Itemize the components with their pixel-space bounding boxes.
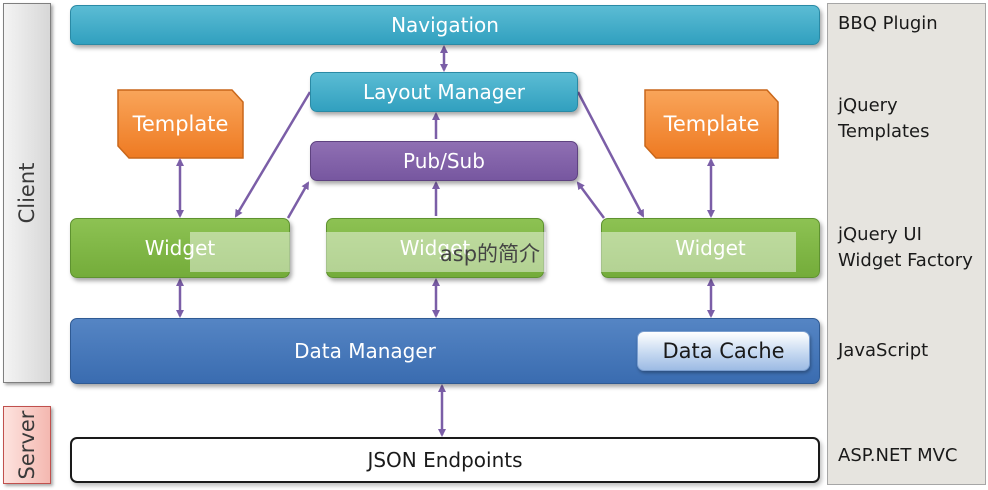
tech-bbq-plugin: BBQ Plugin	[838, 13, 938, 34]
pub-sub-label: Pub/Sub	[403, 149, 485, 173]
data-cache-box: Data Cache	[637, 331, 810, 371]
tech-widget-factory-line2: Widget Factory	[838, 250, 973, 271]
template-left: Template	[118, 90, 243, 158]
overlay-caption: asp的简介	[400, 236, 580, 270]
widget-mid-label: Widget	[399, 236, 471, 260]
data-manager-label: Data Manager	[294, 339, 436, 363]
tech-aspnet-mvc: ASP.NET MVC	[838, 445, 958, 466]
template-left-shape	[117, 89, 244, 159]
technology-panel	[827, 3, 986, 485]
navigation-box: Navigation	[70, 5, 820, 45]
navigation-label: Navigation	[391, 13, 499, 37]
overlay-strip-mid	[326, 232, 546, 272]
overlay-strip-right	[601, 232, 796, 272]
pub-sub-box: Pub/Sub	[310, 141, 578, 181]
widget-mid-box: Widget	[326, 218, 544, 278]
template-right-shape	[644, 89, 779, 159]
widget-right-label: Widget	[675, 236, 746, 260]
tech-widget-factory-line1: jQuery UI	[838, 224, 922, 245]
client-side-panel: Client	[3, 3, 51, 383]
layout-manager-box: Layout Manager	[310, 72, 578, 112]
data-manager-box: Data Manager	[70, 318, 820, 384]
widget-right-box: Widget	[601, 218, 820, 278]
json-endpoints-box: JSON Endpoints	[70, 437, 820, 483]
data-cache-label: Data Cache	[662, 339, 785, 363]
layout-manager-label: Layout Manager	[362, 80, 525, 104]
arrow-widget-left-pubsub	[286, 181, 310, 219]
tech-jquery-templates-line2: Templates	[838, 121, 930, 142]
widget-left-box: Widget	[70, 218, 290, 278]
tech-javascript: JavaScript	[838, 340, 929, 361]
tech-jquery-templates-line1: jQuery	[838, 95, 898, 116]
overlay-strip-left	[190, 232, 290, 272]
arrow-widget-right-pubsub	[576, 181, 606, 219]
arrow-layout-widget-left	[234, 91, 312, 218]
arrow-layout-widget-right	[576, 91, 645, 218]
overlay-caption-text: asp的简介	[439, 242, 541, 266]
template-right: Template	[645, 90, 778, 158]
json-endpoints-label: JSON Endpoints	[367, 448, 523, 472]
template-right-label: Template	[663, 112, 760, 136]
widget-left-label: Widget	[144, 236, 216, 260]
template-left-label: Template	[132, 112, 229, 136]
server-side-panel: Server	[3, 406, 51, 484]
